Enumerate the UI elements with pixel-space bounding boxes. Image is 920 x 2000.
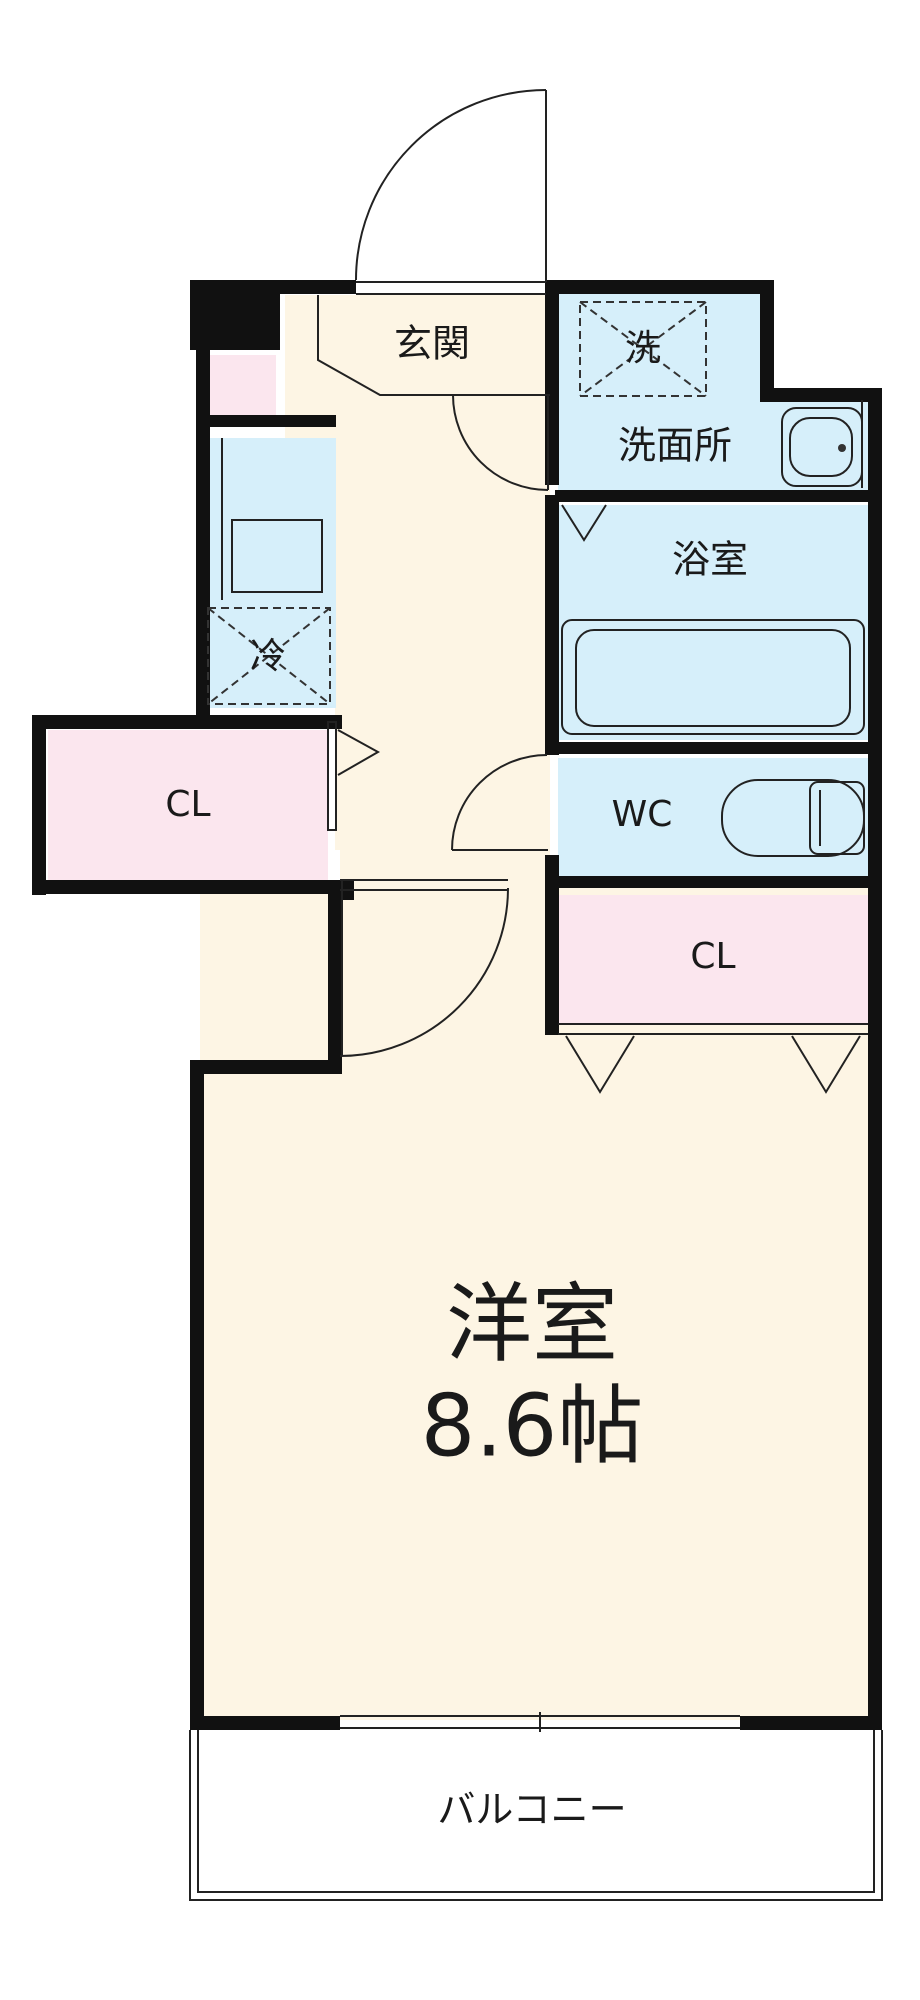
sliding-door-icon [558,1023,868,1094]
bathroom-door-icon [561,504,607,542]
genkan-step [317,295,550,396]
bathroom-floor [558,505,868,740]
balcony-inner [197,1730,875,1893]
label-main-room: 洋室 [446,1274,618,1374]
bathtub-icon [561,619,865,735]
label-main-room-size: 8.6帖 [421,1376,644,1476]
kitchen-sink-icon [221,438,323,600]
label-washer: 洗 [625,328,661,369]
walls [32,280,882,1730]
label-genkan: 玄関 [394,322,470,366]
label-balcony: バルコニー [437,1788,626,1832]
toilet-door-icon [451,754,548,851]
washing-machine-space-icon [579,301,707,397]
closet-left-floor [48,730,328,880]
label-closet-left: CL [165,784,210,825]
window-icon [340,1712,740,1732]
label-closet-right: CL [690,936,735,977]
washroom-door-icon [452,394,549,491]
storage-niche [208,355,276,415]
label-fridge: 冷 [250,636,286,677]
corridor-floor [285,295,550,880]
toilet-icon [721,779,865,857]
label-washroom: 洗面所 [618,424,732,468]
kitchen-floor [208,438,336,708]
genkan-floor [318,295,550,395]
balcony-outline [189,1730,883,1901]
label-bathroom: 浴室 [672,538,748,582]
toilet-floor [558,758,868,878]
main-room-door-icon [339,879,509,1057]
closet-right-floor [558,895,868,1025]
label-toilet: WC [612,794,673,835]
refrigerator-space-icon [207,607,331,705]
closet-left-door-icon [327,721,381,831]
entrance-door-swing-icon [355,89,547,295]
washbasin-icon [781,400,863,488]
